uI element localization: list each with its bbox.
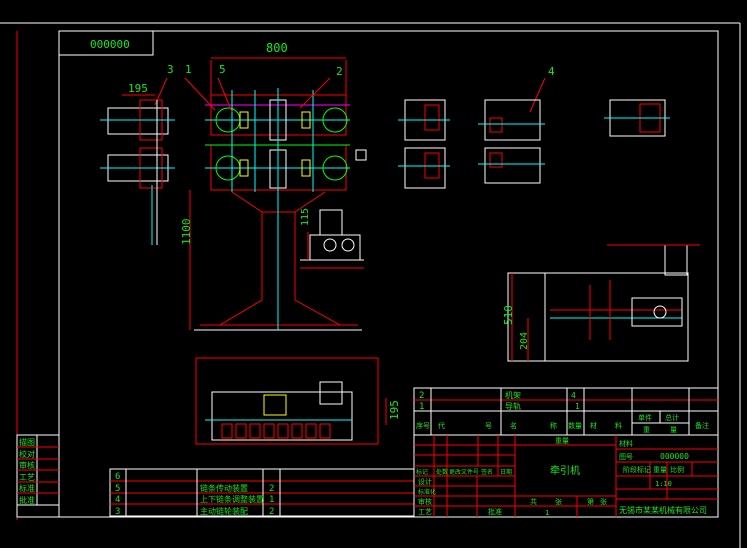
svg-text:上下链条调整装置: 上下链条调整装置 — [200, 494, 264, 504]
title-row-qty: 4 — [571, 391, 576, 400]
sheet-no-label: 第 — [587, 497, 594, 506]
svg-text:2: 2 — [269, 484, 274, 494]
parts-row: 6 — [115, 472, 120, 482]
parts-row: 5 链条传动装置 2 — [115, 483, 274, 494]
svg-text:6: 6 — [115, 472, 120, 482]
title-row-qty: 1 — [575, 402, 580, 411]
svg-text:主动链轮装配: 主动链轮装配 — [200, 506, 248, 516]
sheet-total-label: 共 — [530, 497, 537, 506]
svg-text:名: 名 — [510, 421, 517, 430]
process-label: 工艺 — [418, 508, 432, 516]
svg-text:4: 4 — [115, 495, 120, 505]
approval-block: 描图 校对 审核 工艺 标准 批准 — [16, 434, 60, 518]
dimension-510: 510 — [502, 305, 515, 325]
mark-label: 标记 — [416, 468, 428, 476]
callout-5: 5 — [219, 63, 226, 76]
sheet-no-unit: 张 — [600, 497, 607, 506]
right-side-views — [398, 99, 670, 189]
standard-label: 标准化 — [418, 488, 436, 496]
svg-text:3: 3 — [115, 507, 120, 517]
drawing-number: 000000 — [660, 452, 689, 461]
svg-text:号: 号 — [485, 422, 492, 430]
parts-row: 4 上下链条调整装置 1 — [115, 494, 274, 505]
callout-4: 4 — [548, 65, 555, 78]
svg-text:5: 5 — [115, 484, 120, 494]
drawing-code-box — [58, 30, 154, 56]
chain-links — [221, 423, 331, 439]
title-row-name: 机架 — [505, 390, 521, 400]
drawing-no-label: 图号 — [619, 453, 633, 461]
dimension-115: 115 — [300, 208, 311, 226]
change-label: 更改文件号 — [449, 468, 479, 476]
parts-row: 3 主动链轮装配 2 — [115, 506, 274, 517]
scale-value: 1:10 — [655, 480, 672, 488]
dimension-800: 800 — [266, 41, 288, 55]
title-header-row: 序号 代 号 名 称 数量 材 料 单件 总计 备注 重 量 — [416, 413, 709, 434]
svg-text:代: 代 — [438, 421, 445, 430]
title-block: 2 机架 4 1 导轨 1 序号 代 号 名 称 数量 材 料 单件 总计 备注… — [413, 387, 719, 518]
drawing-title: 牵引机 — [550, 464, 580, 477]
date-label: 日期 — [500, 468, 512, 476]
zone-label: 处数 — [436, 468, 448, 476]
approve-label: 批准 — [488, 507, 502, 516]
material-label: 材料 — [619, 439, 633, 448]
company-name: 无锡市某某机械有限公司 — [619, 505, 707, 515]
callout-1: 1 — [185, 63, 192, 76]
scale-label: 比例 — [670, 465, 684, 474]
dimension-204: 204 — [519, 332, 530, 350]
sign-label: 签名 — [481, 468, 493, 476]
sheet-hint: 1 — [545, 509, 549, 517]
svg-text:称: 称 — [550, 421, 557, 430]
front-view: 800 1100 115 — [180, 41, 367, 331]
svg-text:量: 量 — [670, 426, 677, 434]
left-side-view: 195 — [100, 82, 175, 245]
svg-text:数量: 数量 — [568, 421, 582, 430]
title-row-no: 2 — [419, 391, 424, 401]
title-row-no: 1 — [419, 402, 424, 412]
approval-label: 描图 — [19, 437, 35, 447]
svg-text:单件: 单件 — [638, 413, 652, 422]
plan-view: 510 204 — [502, 244, 700, 362]
approval-label: 批准 — [19, 495, 35, 505]
approval-label: 校对 — [19, 449, 35, 459]
callouts: 3 1 5 2 4 — [154, 63, 555, 113]
title-row-name: 导轨 — [505, 401, 521, 411]
drawing-frame — [58, 30, 719, 518]
bottom-view: 195 — [195, 357, 401, 445]
sheet-total-unit: 张 — [555, 497, 562, 506]
callout-2: 2 — [336, 65, 343, 78]
weight-label: 重量 — [653, 466, 667, 474]
drawing-code: 000000 — [90, 38, 130, 51]
approval-label: 工艺 — [19, 473, 35, 482]
svg-text:备注: 备注 — [695, 421, 709, 430]
svg-text:2: 2 — [269, 507, 274, 517]
callout-3: 3 — [167, 63, 174, 76]
weight-header: 重量 — [555, 437, 569, 445]
svg-text:总计: 总计 — [665, 413, 679, 422]
stage-label: 阶段标记 — [623, 465, 651, 474]
approval-label: 标准 — [19, 483, 35, 493]
svg-text:重: 重 — [643, 426, 650, 434]
review-label: 审核 — [418, 497, 432, 506]
dimension-195-bottom: 195 — [388, 400, 401, 420]
approval-label: 审核 — [19, 460, 35, 470]
dimension-1100: 1100 — [180, 219, 193, 246]
dimension-195: 195 — [128, 82, 148, 95]
parts-list: 6 5 链条传动装置 2 4 上下链条调整装置 1 3 主动链轮装配 2 — [109, 468, 415, 517]
svg-text:1: 1 — [269, 495, 274, 505]
svg-text:料: 料 — [615, 421, 622, 430]
svg-text:链条传动装置: 链条传动装置 — [200, 483, 248, 493]
svg-text:材: 材 — [590, 421, 597, 430]
svg-text:序号: 序号 — [416, 421, 430, 430]
design-label: 设计 — [418, 477, 432, 486]
